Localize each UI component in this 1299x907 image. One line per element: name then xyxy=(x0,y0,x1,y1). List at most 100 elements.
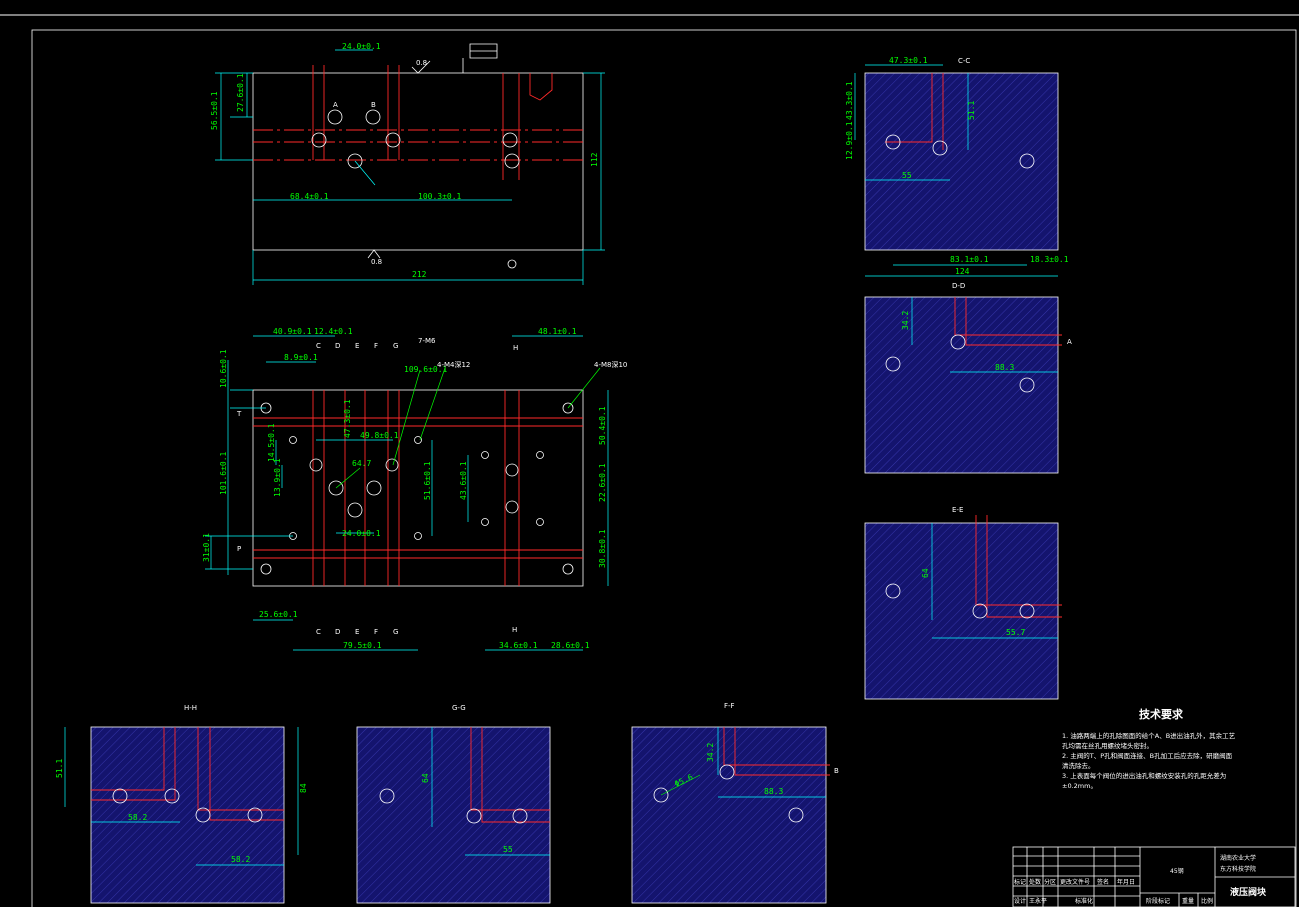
dim-plan-5: 10.6±0.1 xyxy=(219,349,228,388)
dim-plan-13: 43.6±0.1 xyxy=(459,461,468,500)
tech-line-3: 2. 主阀的T、P孔和阀面连接、B孔加工后应去除，研磨阀面 xyxy=(1062,751,1233,760)
tech-line-4: 清洗除去。 xyxy=(1062,761,1095,770)
tb-h4: 更改文件号 xyxy=(1060,878,1090,886)
callout-m8: 4-M8深10 xyxy=(594,360,627,369)
tb-material: 45钢 xyxy=(1170,867,1184,875)
dim-plan-3: 48.1±0.1 xyxy=(538,327,577,336)
sec-letter-e: E xyxy=(355,342,359,350)
section-dd-mark: A xyxy=(1067,338,1072,346)
dim-ff-1: 34.2 xyxy=(706,743,715,762)
dim-plan-21: 28.6±0.1 xyxy=(551,641,590,650)
dim-cc-1: 47.3±0.1 xyxy=(889,56,928,65)
dim-top-2: 56.5±0.1 xyxy=(210,91,219,130)
dim-plan-12: 51.6±0.1 xyxy=(423,461,432,500)
dim-gg-2: 55 xyxy=(503,845,513,854)
tb-school: 湖南农业大学 xyxy=(1220,854,1256,862)
dim-top-4: 68.4±0.1 xyxy=(290,192,329,201)
tb-r1: 设计 xyxy=(1014,897,1026,905)
tech-title: 技术要求 xyxy=(1139,707,1184,721)
dim-hh-1: 51.1 xyxy=(55,759,64,778)
dim-ee-1: 64 xyxy=(921,568,930,578)
mark-a: A xyxy=(333,101,338,109)
dim-plan-8: 49.8±0.1 xyxy=(360,431,399,440)
dim-plan-10: 13.9±0.1 xyxy=(273,458,282,497)
dim-cc-7: 18.3±0.1 xyxy=(1030,255,1069,264)
tb-r2: 王永平 xyxy=(1029,897,1047,905)
dim-cc-6: 83.1±0.1 xyxy=(950,255,989,264)
tb-h6: 年月日 xyxy=(1117,878,1135,886)
sec-letter-c-bottom: C xyxy=(316,628,321,636)
sec-letter-h: H xyxy=(513,344,518,352)
dim-hh-3: 58.2 xyxy=(231,855,250,864)
dim-plan-16: 31±0.1 xyxy=(202,533,211,562)
section-ff xyxy=(631,726,827,904)
dim-cc-8: 124 xyxy=(955,267,970,276)
roughness-top: 0.8 xyxy=(416,59,427,67)
section-hh xyxy=(90,726,285,904)
dim-plan-7: 47.3±0.1 xyxy=(343,399,352,438)
tb-s2: 重量 xyxy=(1182,897,1194,905)
dim-plan-14: 22.6±0.1 xyxy=(598,463,607,502)
dim-plan-20: 34.6±0.1 xyxy=(499,641,538,650)
sec-letter-g: G xyxy=(393,342,398,350)
dim-plan-9: 50.4±0.1 xyxy=(598,406,607,445)
drawing-border xyxy=(31,29,1297,907)
dim-ff-2: 88.3 xyxy=(764,787,783,796)
dim-top-3: 27.6±0.1 xyxy=(236,73,245,112)
section-gg-title: G-G xyxy=(452,704,466,712)
section-hh-title: H-H xyxy=(184,704,197,712)
dim-cc-5: 55 xyxy=(902,171,912,180)
dim-hh-2: 58.2 xyxy=(128,813,147,822)
tech-line-2: 孔均需在丝孔用螺纹堵头密封。 xyxy=(1062,741,1153,750)
section-ff-mark: B xyxy=(834,767,839,775)
dim-top-1: 24.0±0.1 xyxy=(342,42,381,51)
callout-m6: 7-M6 xyxy=(418,337,436,345)
sec-letter-c: C xyxy=(316,342,321,350)
callout-m4: 4-M4深12 xyxy=(437,360,470,369)
dim-dd-1: 34.2 xyxy=(901,311,910,330)
roughness-bottom: 0.8 xyxy=(371,258,382,266)
dim-cc-3: 51.1 xyxy=(967,101,976,120)
tb-part: 液压阀块 xyxy=(1230,886,1267,898)
sec-letter-d-bottom: D xyxy=(335,628,340,636)
sec-letter-f-bottom: F xyxy=(374,628,378,636)
side-mark-t: T xyxy=(236,410,242,418)
dim-plan-19: 79.5±0.1 xyxy=(343,641,382,650)
sec-letter-f: F xyxy=(374,342,378,350)
tb-college: 东方科技学院 xyxy=(1220,865,1256,873)
section-gg xyxy=(356,726,551,904)
plan-view xyxy=(205,335,609,651)
dim-plan-15: 24.0±0.1 xyxy=(342,529,381,538)
section-ee-title: E-E xyxy=(952,506,963,514)
section-ff-title: F-F xyxy=(724,702,735,710)
dim-cc-2: 43.3±0.1 xyxy=(845,81,854,120)
sec-letter-d: D xyxy=(335,342,340,350)
tb-h1: 标记 xyxy=(1014,878,1026,886)
dim-top-7: 112 xyxy=(590,152,599,167)
tb-r3: 标准化 xyxy=(1075,897,1093,905)
section-dd xyxy=(864,296,1059,474)
sec-letter-e-bottom: E xyxy=(355,628,359,636)
dim-dd-2: 88.3 xyxy=(995,363,1014,372)
dim-ee-2: 55.7 xyxy=(1006,628,1025,637)
section-cc-title: C-C xyxy=(958,57,970,65)
tech-line-1: 1. 油路两端上的孔除图面的给个A、B进出油孔外，其余工艺 xyxy=(1062,731,1236,740)
dim-plan-23: 64.7 xyxy=(352,459,371,468)
dim-plan-17: 30.8±0.1 xyxy=(598,529,607,568)
tb-h5: 签名 xyxy=(1097,878,1109,886)
dim-plan-18: 25.6±0.1 xyxy=(259,610,298,619)
top-view xyxy=(215,43,605,285)
dim-hh-4: 84 xyxy=(299,783,308,793)
tb-h3: 分区 xyxy=(1044,878,1056,886)
tb-h2: 处数 xyxy=(1029,878,1041,886)
dim-plan-4: 8.9±0.1 xyxy=(284,353,318,362)
dim-top-6: 212 xyxy=(412,270,427,279)
section-cc xyxy=(864,72,1059,251)
dim-gg-1: 64 xyxy=(421,773,430,783)
section-dd-title: D-D xyxy=(952,282,965,290)
dim-plan-6: 14.5±0.1 xyxy=(267,423,276,462)
tb-s1: 阶段标记 xyxy=(1146,897,1170,905)
title-block xyxy=(1012,846,1296,907)
section-ee xyxy=(864,522,1059,700)
